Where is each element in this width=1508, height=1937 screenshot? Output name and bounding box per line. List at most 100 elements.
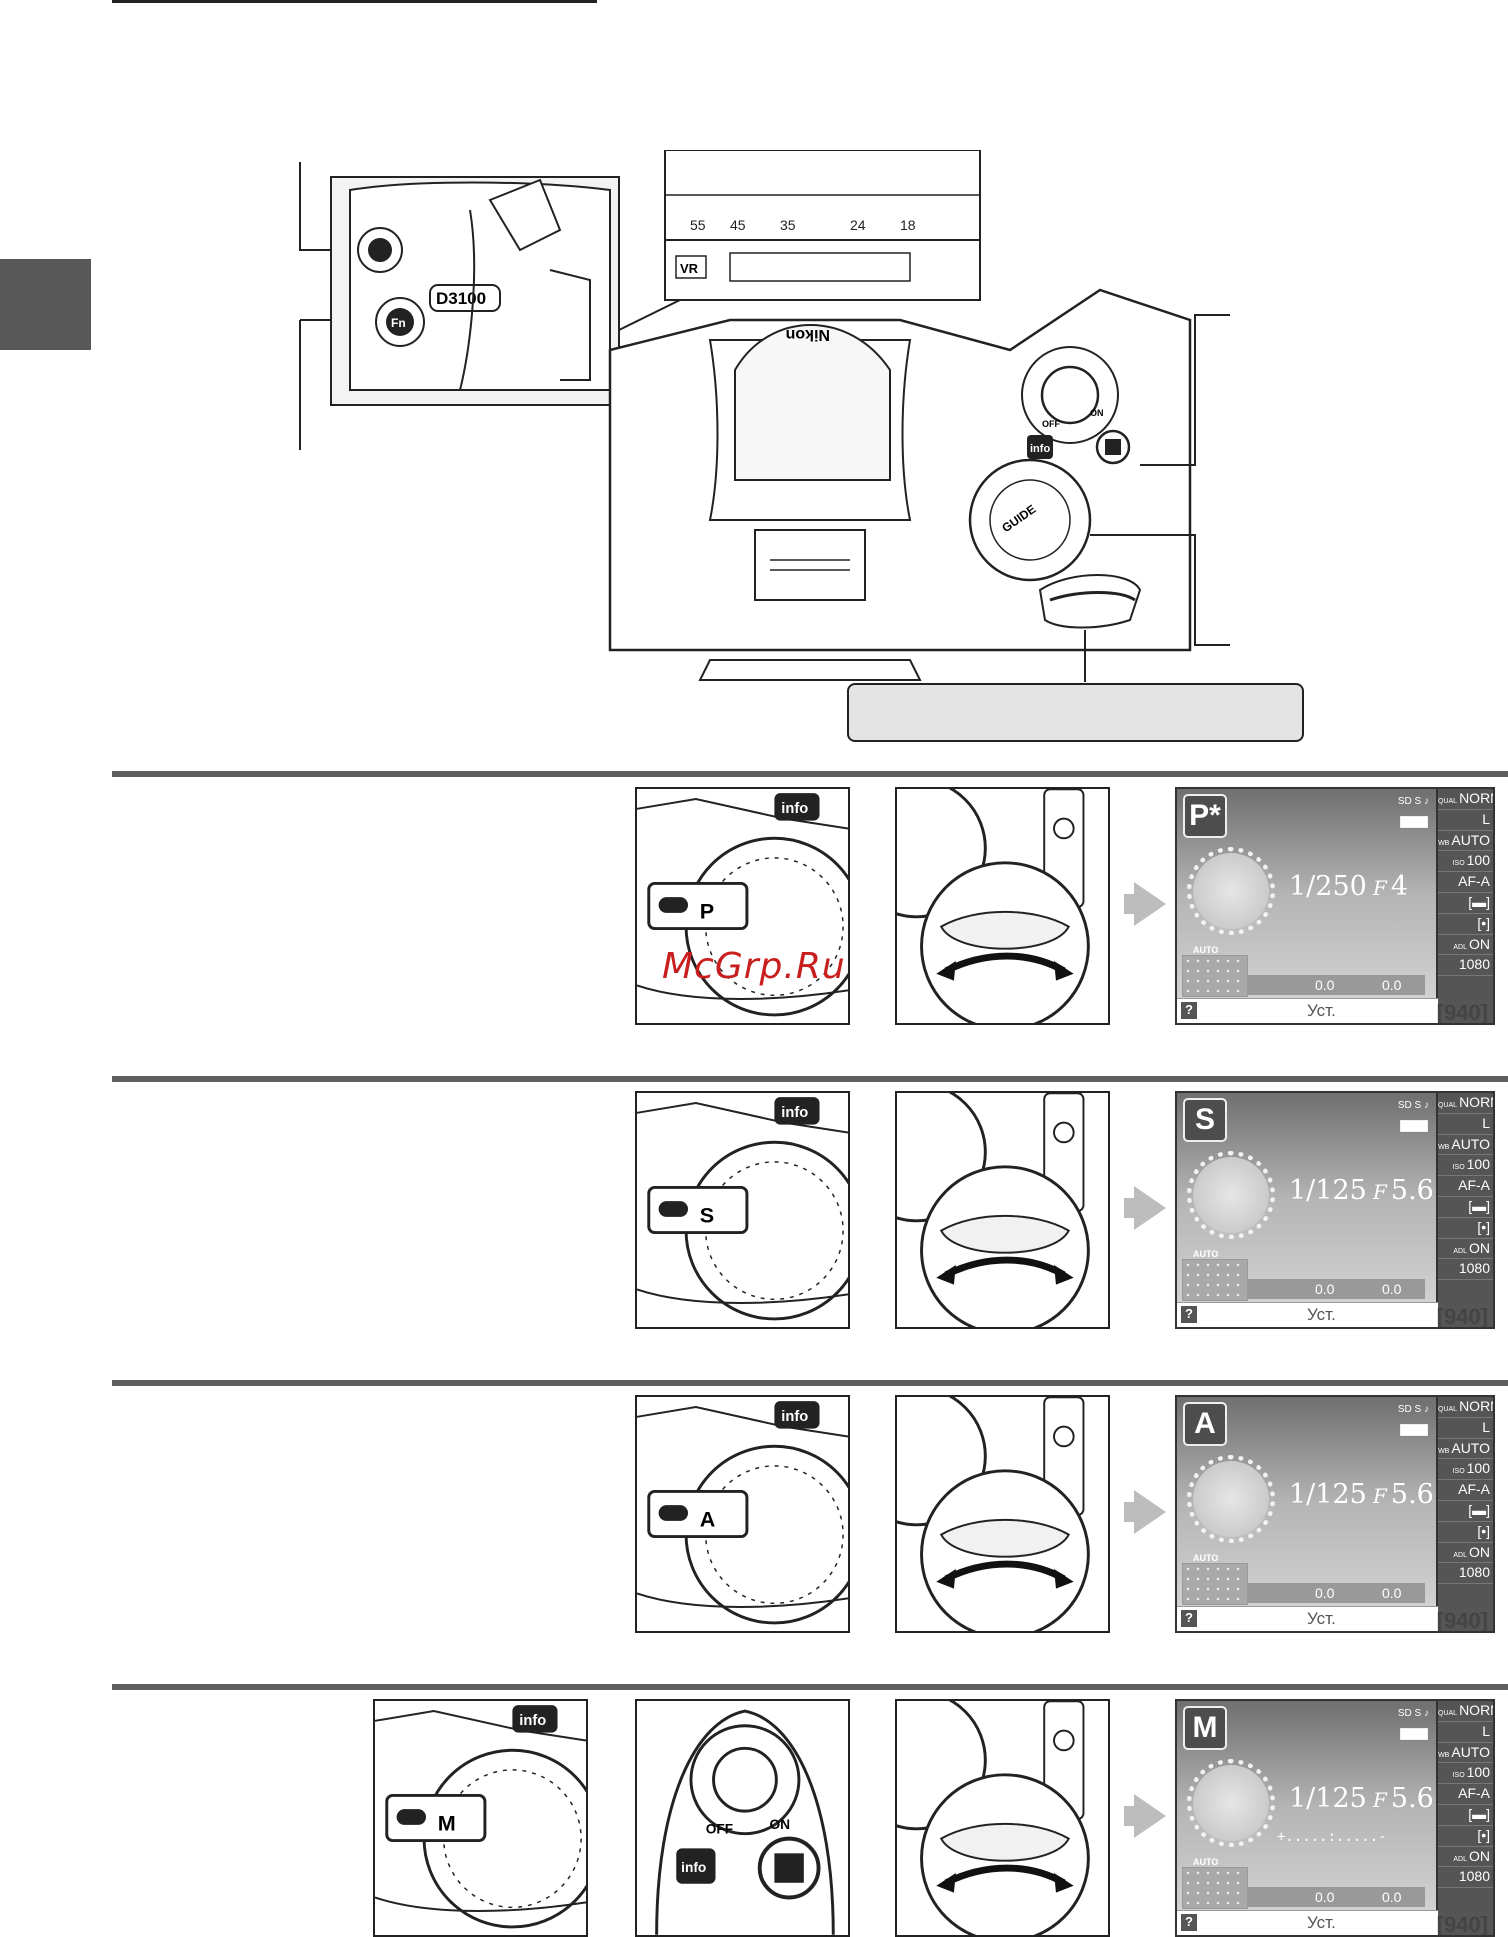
model-badge: D3100	[436, 289, 486, 308]
help-icon: ?	[1181, 1610, 1197, 1627]
aperture-ring-icon	[1187, 1759, 1275, 1847]
lcd-footer: ? Уст. [940]	[1177, 1606, 1488, 1631]
lcd-setting: [▬]	[1438, 1805, 1493, 1826]
lcd-setting-tag: WB	[1438, 1751, 1450, 1759]
info-text: info	[781, 801, 808, 817]
lcd-bottom-strip	[1247, 1887, 1425, 1907]
af-area-label: AUTO	[1193, 1553, 1219, 1563]
power-on-text: ON	[769, 1817, 790, 1832]
lcd-setting-value: AF-A	[1458, 1177, 1490, 1194]
battery-icon	[1400, 1120, 1428, 1132]
power-on-text: ON	[1090, 408, 1104, 418]
section-rule-a	[112, 1380, 1508, 1386]
exposure-comp-value: 0.0	[1382, 1281, 1402, 1297]
info-text: info	[781, 1105, 808, 1121]
lcd-setting-value: [▬]	[1468, 1805, 1490, 1822]
section-rule-s	[112, 1076, 1508, 1082]
battery-icon	[1400, 1424, 1428, 1436]
exposure-comp-value: 0.0	[1382, 1585, 1402, 1601]
lcd-setting: AF-A	[1438, 1480, 1493, 1501]
lcd-setting-value: AF-A	[1458, 1481, 1490, 1498]
lcd-setting-value: L	[1482, 1722, 1490, 1739]
lcd-setting-value: 1080	[1458, 1260, 1490, 1277]
section-rule-p	[112, 771, 1508, 777]
lcd-setting-value: 1080	[1458, 1868, 1490, 1885]
lcd-footer: ? Уст. [940]	[1177, 998, 1488, 1023]
help-icon: ?	[1181, 1002, 1197, 1019]
lcd-setting-value: 1080	[1458, 956, 1490, 973]
command-dial-panel	[895, 787, 1110, 1025]
mode-dial-drawing: info A	[637, 1401, 848, 1625]
shutter-speed: 1/125	[1289, 1479, 1367, 1510]
lens-scale-35: 35	[780, 217, 796, 233]
info-text: info	[1030, 443, 1050, 455]
power-switch-drawing: OFF ON info	[655, 1709, 835, 1935]
lcd-setting-value: 100	[1466, 1460, 1490, 1477]
command-dial-panel	[895, 1395, 1110, 1633]
command-dial-panel	[895, 1699, 1110, 1937]
lcd-bottom-strip	[1247, 975, 1425, 995]
aperture-number: 5.6	[1390, 1175, 1434, 1206]
mode-dial-panel: info S	[635, 1091, 850, 1329]
lcd-setting: QUALNORM	[1438, 1397, 1493, 1418]
lcd-setting: 1080	[1438, 1259, 1493, 1281]
lcd-setting-tag: ISO	[1452, 1164, 1465, 1172]
camera-drawing: Fn D3100 55 45 35 24 18 VR Nikon O	[299, 149, 1230, 682]
command-dial-drawing	[897, 1093, 1108, 1327]
mode-dial-drawing: info M	[375, 1705, 586, 1929]
shutter-speed: 1/125	[1289, 1175, 1367, 1206]
chapter-tab	[0, 259, 91, 350]
shutter-speed: 1/125	[1289, 1783, 1367, 1814]
lcd-setting-value: AUTO	[1451, 1743, 1490, 1760]
lcd-setting: AF-A	[1438, 1784, 1493, 1805]
exposure-comp-value: 0.0	[1382, 1889, 1402, 1905]
lcd-setting-value: [•]	[1477, 1826, 1490, 1843]
lcd-setting-value: AUTO	[1451, 831, 1490, 848]
lcd-setting: 1080	[1438, 1563, 1493, 1585]
fn-text: Fn	[391, 316, 406, 330]
lcd-setting-tag: ADL	[1453, 1551, 1467, 1559]
lcd-setting-value: 100	[1466, 1764, 1490, 1781]
lcd-setting-value: 1080	[1458, 1564, 1490, 1581]
af-area-label: AUTO	[1193, 1249, 1219, 1259]
lcd-setting: QUALNORM	[1438, 1093, 1493, 1114]
lcd-setting-value: [•]	[1477, 1218, 1490, 1235]
command-dial-drawing	[897, 789, 1108, 1023]
power-off-text: OFF	[1042, 419, 1060, 429]
af-area-label: AUTO	[1193, 1857, 1219, 1867]
mode-dial-letter: P	[700, 899, 714, 924]
mode-dial-panel: info M	[373, 1699, 588, 1937]
lcd-setting-tag: QUAL	[1438, 1406, 1458, 1413]
lcd-setting-value: 100	[1466, 852, 1490, 869]
lcd-mode-badge: S	[1183, 1098, 1227, 1142]
lcd-mode-badge: P*	[1183, 794, 1227, 838]
power-off-text: OFF	[706, 1822, 733, 1837]
flash-comp-value: 0.0	[1315, 1585, 1335, 1601]
command-dial-panel	[895, 1091, 1110, 1329]
aperture-prefix: F	[1373, 1180, 1387, 1204]
lcd-setting: L	[1438, 810, 1493, 831]
lcd-footer: ? Уст. [940]	[1177, 1910, 1488, 1935]
vr-badge: VR	[680, 261, 699, 276]
lcd-mode-badge: A	[1183, 1402, 1227, 1446]
lcd-setting: L	[1438, 1114, 1493, 1135]
lcd-setting-value: AF-A	[1458, 1785, 1490, 1802]
flash-comp-value: 0.0	[1315, 1281, 1335, 1297]
lcd-status-icons: SD S ♪	[1397, 1708, 1429, 1719]
battery-icon	[1400, 816, 1428, 828]
lcd-setting-value: NORM	[1459, 1702, 1493, 1718]
af-area-grid	[1182, 1259, 1248, 1301]
aperture-prefix: F	[1373, 1788, 1387, 1812]
af-area-grid	[1182, 1867, 1248, 1909]
lcd-setting-value: ON	[1469, 1543, 1490, 1560]
